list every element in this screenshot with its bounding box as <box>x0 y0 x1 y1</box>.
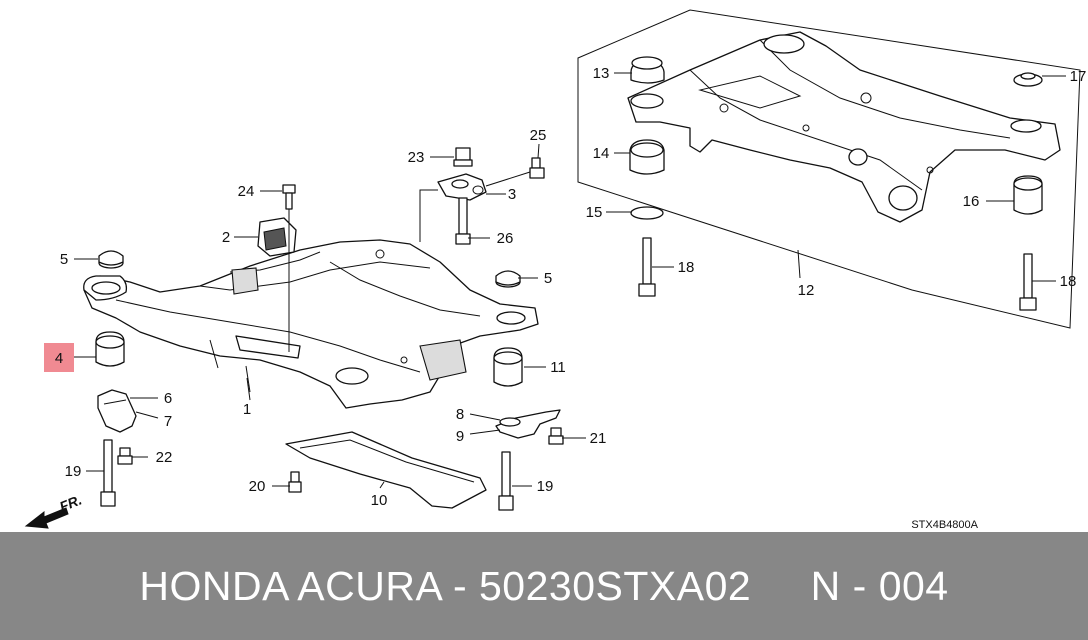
callout-8: 8 <box>456 406 464 423</box>
callout-13: 13 <box>593 65 610 82</box>
rear-cap-17 <box>1013 72 1043 87</box>
front-bolt-22 <box>117 447 133 465</box>
callout-4: 4 <box>55 350 63 367</box>
front-bolt-24 <box>282 184 296 352</box>
rear-bolt-18-right <box>1019 253 1037 311</box>
callout-24: 24 <box>238 183 255 200</box>
highlight-box <box>44 343 74 372</box>
rear-bushing-16 <box>1013 175 1043 215</box>
callout-5-left: 5 <box>60 251 68 268</box>
callout-6: 6 <box>164 390 172 407</box>
callout-10: 10 <box>371 492 388 509</box>
front-bolt-21 <box>548 427 564 445</box>
callout-25: 25 <box>530 127 547 144</box>
front-subframe <box>83 239 539 409</box>
rear-bolt-18-left <box>638 237 656 297</box>
callout-9: 9 <box>456 428 464 445</box>
front-bolt-19-right <box>498 451 514 511</box>
callout-5-right: 5 <box>544 270 552 287</box>
rear-subframe-box <box>577 9 1081 329</box>
front-bracket-3 <box>437 173 487 201</box>
rear-upper-cushion-13 <box>630 56 665 84</box>
rear-subframe <box>627 31 1061 223</box>
rear-lower-cushion-14 <box>629 139 665 175</box>
rear-washer-15 <box>630 206 664 220</box>
parts-diagram: 4 1 2 3 5 5 6 7 8 9 10 11 12 13 14 15 16… <box>24 9 1087 531</box>
callout-18-left: 18 <box>678 259 695 276</box>
front-cap-5-right <box>495 270 521 288</box>
callout-15: 15 <box>586 204 603 221</box>
leader-25-line <box>485 171 531 187</box>
callout-12: 12 <box>798 282 815 299</box>
callout-1: 1 <box>243 401 251 418</box>
front-direction-label: FR. <box>57 491 84 514</box>
callout-23: 23 <box>408 149 425 166</box>
diagram-code: STX4B4800A <box>911 519 978 531</box>
front-bushing-4 <box>95 331 125 367</box>
front-direction-arrow-icon <box>24 507 69 529</box>
front-brace-10 <box>285 431 487 509</box>
front-bolt-26 <box>455 197 471 245</box>
front-bolt-25 <box>529 157 545 179</box>
front-block-2 <box>257 217 297 257</box>
callout-17: 17 <box>1070 68 1087 85</box>
part-number-footer: HONDA ACURA - 50230STXA02 N - 004 <box>0 532 1088 640</box>
callout-19-right: 19 <box>537 478 554 495</box>
callout-19-left: 19 <box>65 463 82 480</box>
leader-3-frame <box>419 189 438 242</box>
part-number-text: HONDA ACURA - 50230STXA02 N - 004 <box>139 562 949 609</box>
callout-11: 11 <box>550 359 566 376</box>
callout-26: 26 <box>497 230 514 247</box>
front-bolt-19-left <box>100 439 116 507</box>
leader-lines <box>74 72 1066 489</box>
front-left-mount <box>83 275 128 301</box>
rear-mount-ring <box>630 93 664 109</box>
front-cap-5-left <box>98 250 124 269</box>
front-bolt-20 <box>288 471 302 493</box>
callout-14: 14 <box>593 145 610 162</box>
callout-21: 21 <box>590 430 607 447</box>
front-stopper-8-9 <box>495 409 561 439</box>
callout-16: 16 <box>963 193 980 210</box>
callout-3: 3 <box>508 186 516 203</box>
callout-22: 22 <box>156 449 173 466</box>
callout-20: 20 <box>249 478 266 495</box>
callout-7: 7 <box>164 413 172 430</box>
front-bushing-11 <box>493 347 523 387</box>
callout-2: 2 <box>222 229 230 246</box>
front-stopper-6-7 <box>97 389 137 433</box>
front-nut-23 <box>453 147 473 167</box>
callout-18-right: 18 <box>1060 273 1077 290</box>
